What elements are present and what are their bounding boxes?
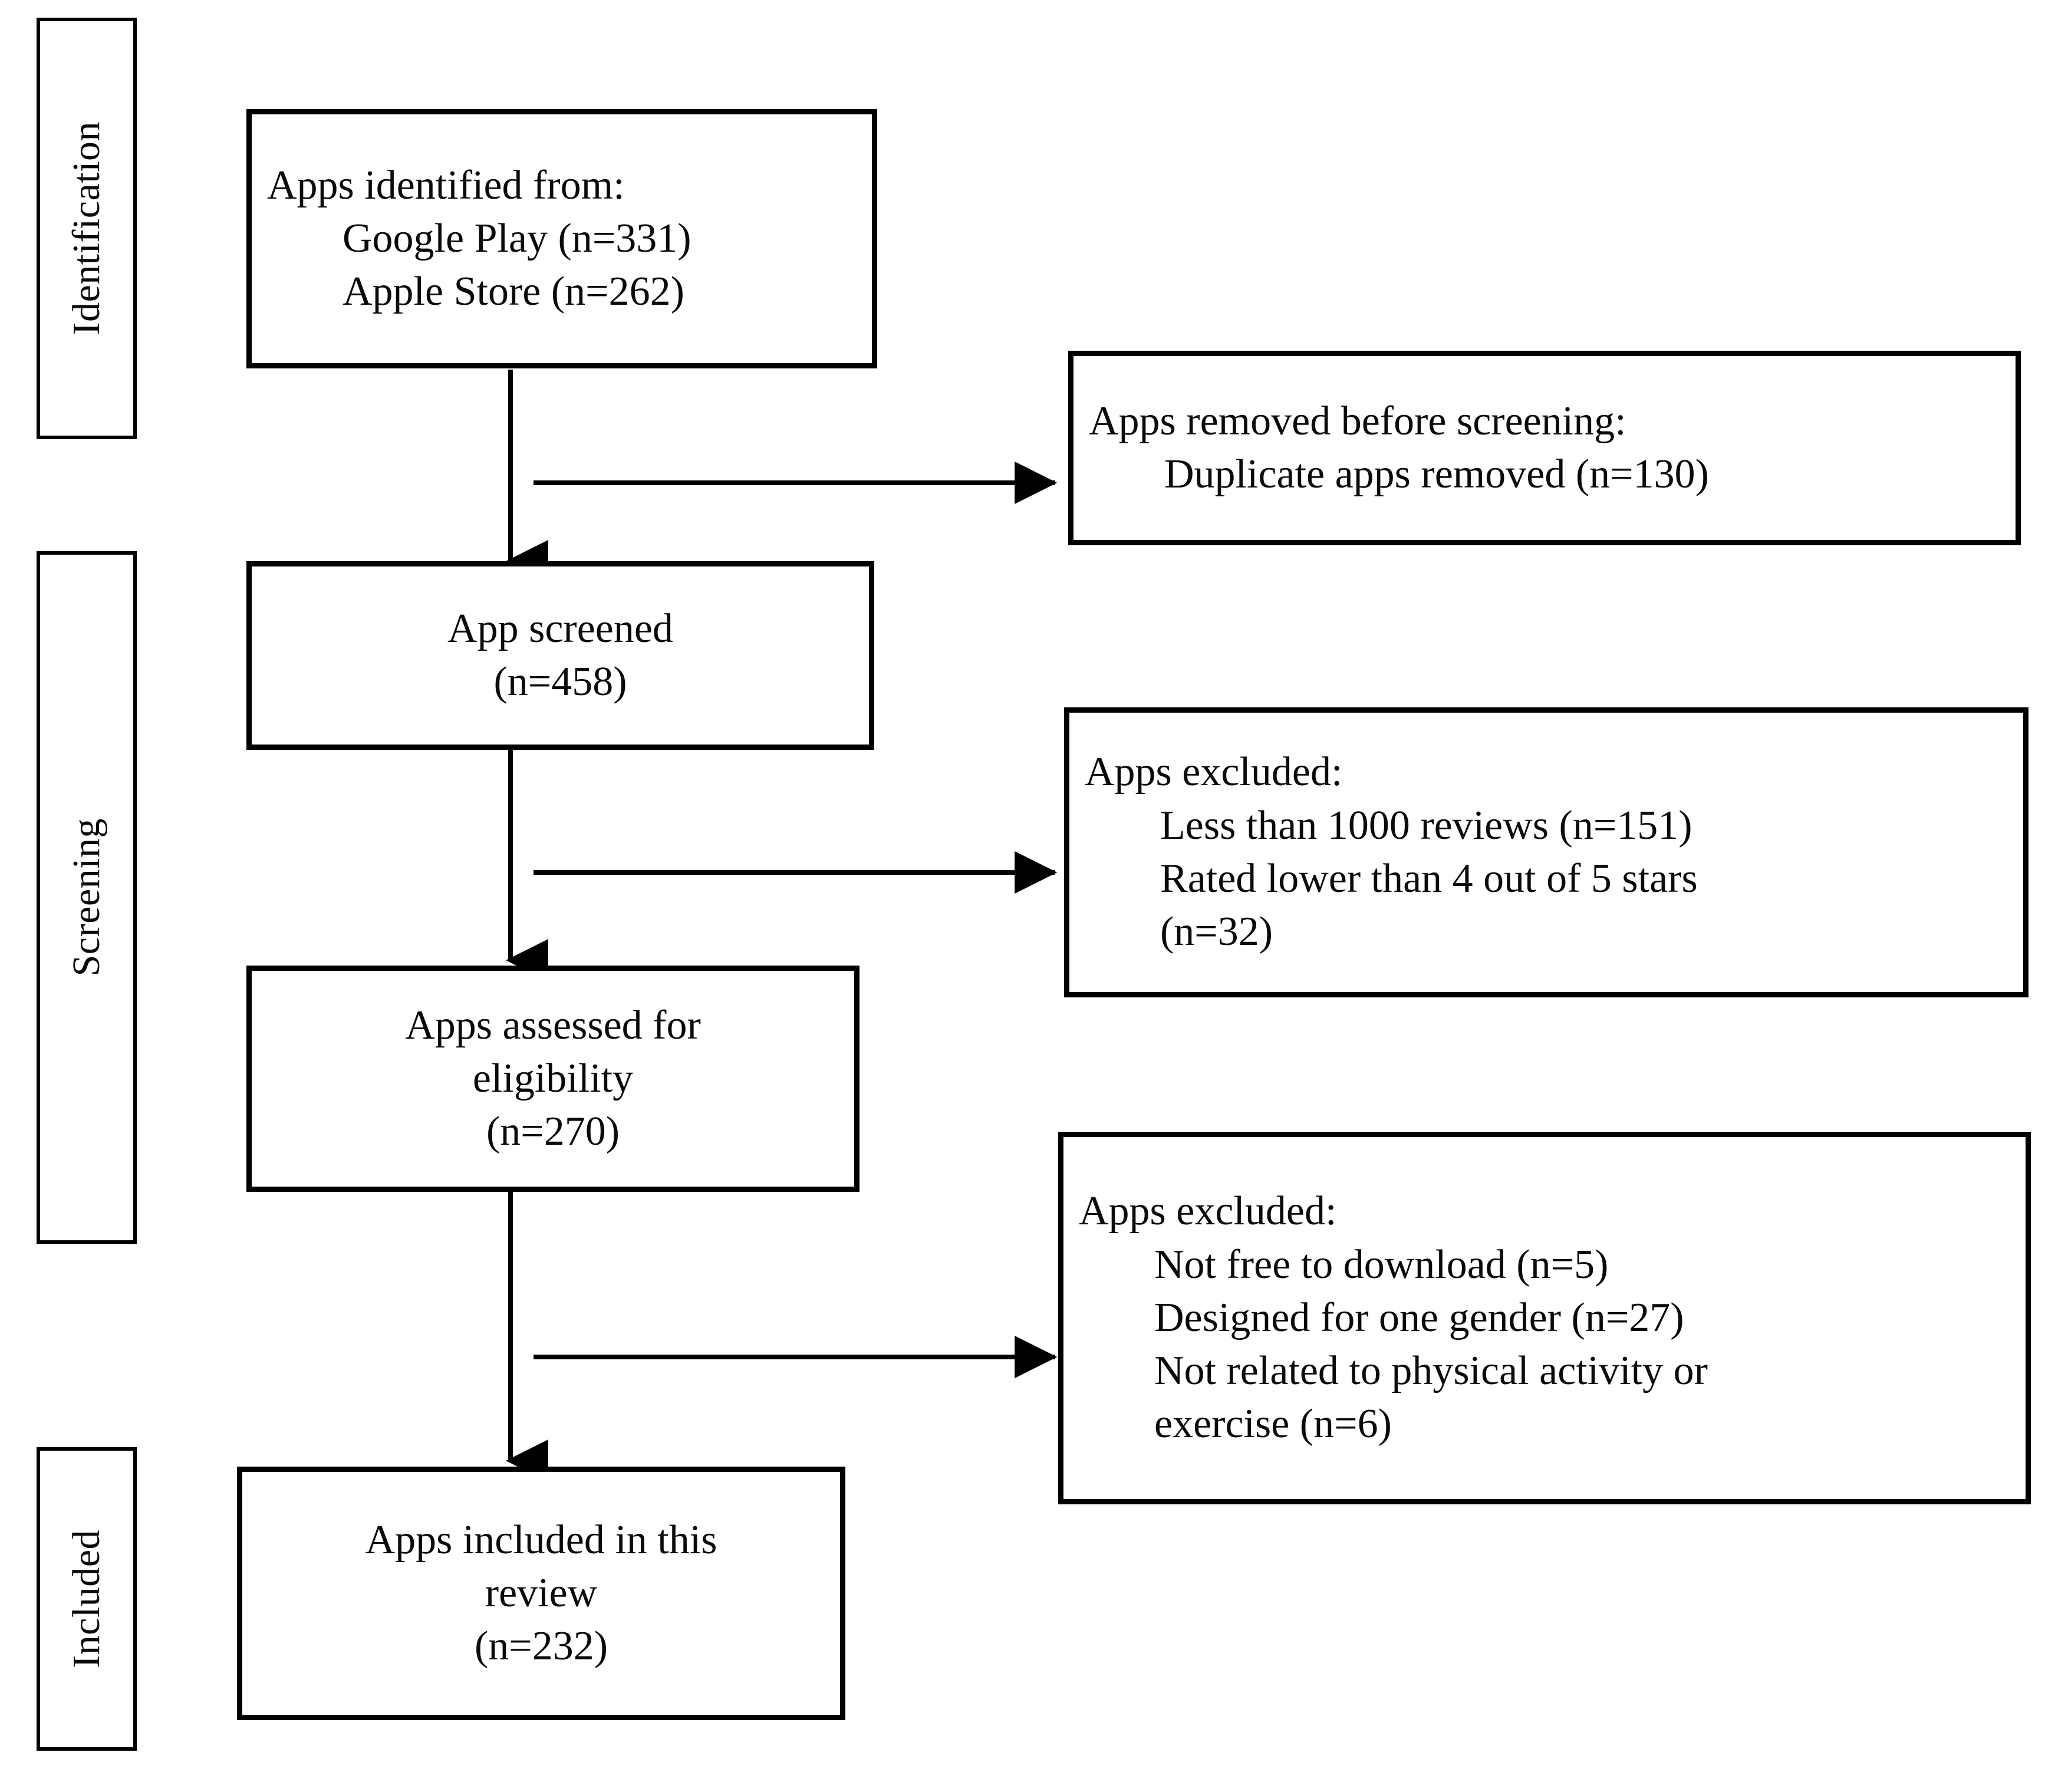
- box-apps-included-line-3: (n=232): [474, 1623, 608, 1669]
- box-apps-assessed: Apps assessed for eligibility (n=270): [246, 966, 860, 1192]
- box-apps-screened-line-2: (n=458): [493, 659, 627, 704]
- box-apps-assessed-line-1: Apps assessed for: [405, 1002, 701, 1048]
- box-apps-excluded-screening: Apps excluded: Less than 1000 reviews (n…: [1064, 707, 2028, 997]
- box-apps-removed-before-screening: Apps removed before screening: Duplicate…: [1068, 351, 2021, 545]
- box-excluded-screening-line-3: Rated lower than 4 out of 5 stars: [1160, 856, 1698, 901]
- box-apps-assessed-line-2: eligibility: [472, 1055, 634, 1101]
- box-apps-screened-line-1: App screened: [447, 605, 673, 651]
- box-apps-excluded-eligibility: Apps excluded: Not free to download (n=5…: [1058, 1132, 2031, 1504]
- box-apps-included-line-2: review: [485, 1570, 598, 1616]
- box-apps-assessed-line-3: (n=270): [486, 1109, 620, 1155]
- stage-bar-screening: Screening: [37, 551, 137, 1244]
- box-removed-line-2: Duplicate apps removed (n=130): [1164, 452, 1709, 497]
- stage-label-included: Included: [65, 1530, 108, 1668]
- box-excluded-eligibility-line-4: Not related to physical activity or: [1154, 1348, 1708, 1394]
- box-apps-screened: App screened (n=458): [246, 561, 874, 750]
- stage-bar-included: Included: [37, 1447, 137, 1751]
- box-apps-identified-line-1: Apps identified from:: [267, 162, 625, 208]
- stage-bar-identification: Identification: [37, 18, 137, 439]
- stage-label-screening: Screening: [65, 818, 108, 977]
- box-apps-identified-line-3: Apple Store (n=262): [343, 269, 684, 315]
- box-removed-line-1: Apps removed before screening:: [1089, 398, 1626, 444]
- box-excluded-screening-line-1: Apps excluded:: [1085, 749, 1343, 795]
- box-excluded-eligibility-line-2: Not free to download (n=5): [1154, 1241, 1609, 1287]
- box-apps-included: Apps included in this review (n=232): [237, 1467, 845, 1720]
- box-apps-identified: Apps identified from: Google Play (n=331…: [246, 109, 877, 368]
- box-excluded-eligibility-line-3: Designed for one gender (n=27): [1154, 1294, 1684, 1340]
- box-excluded-eligibility-line-1: Apps excluded:: [1079, 1188, 1337, 1234]
- box-excluded-screening-line-4: (n=32): [1160, 909, 1273, 955]
- stage-label-identification: Identification: [65, 121, 108, 335]
- box-apps-included-line-1: Apps included in this: [365, 1517, 717, 1563]
- box-excluded-eligibility-line-5: exercise (n=6): [1154, 1401, 1392, 1447]
- box-excluded-screening-line-2: Less than 1000 reviews (n=151): [1160, 802, 1692, 848]
- box-apps-identified-line-2: Google Play (n=331): [343, 215, 691, 261]
